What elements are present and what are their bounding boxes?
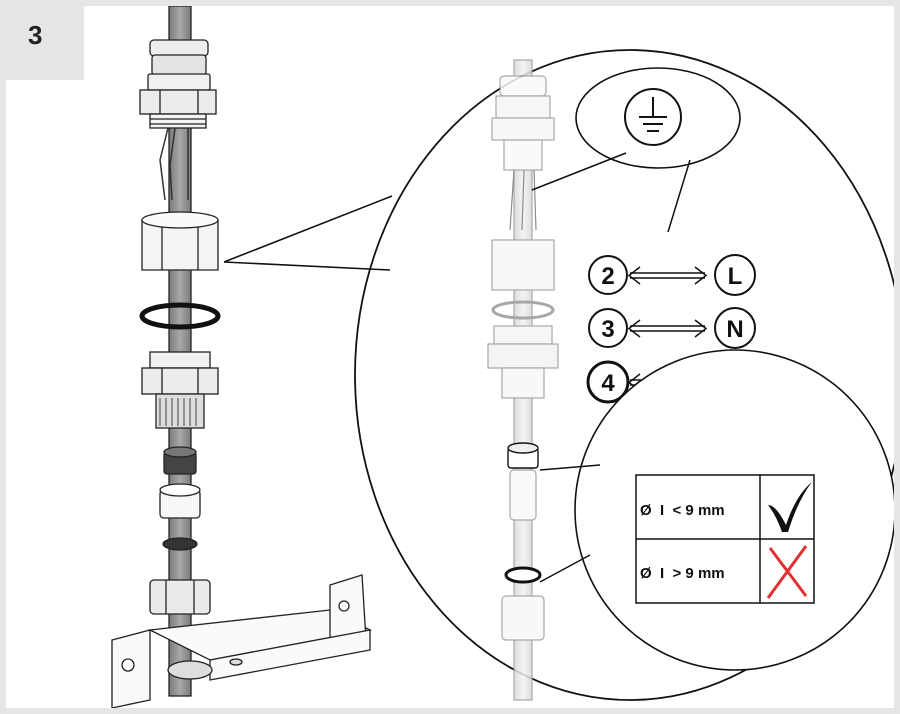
wiring-row: 3 N	[588, 307, 756, 349]
terminal-label: 4	[601, 370, 615, 397]
white-insert	[159, 483, 201, 519]
hex-nut	[141, 211, 219, 271]
conductor-label: L	[728, 263, 743, 290]
terminal-label: 3	[601, 316, 614, 343]
double-arrow-icon	[627, 319, 708, 338]
mounting-bracket	[111, 574, 373, 708]
terminal-label: 2	[601, 263, 614, 290]
zoom-pointer	[223, 195, 393, 271]
cable	[168, 6, 192, 697]
checkmark-icon	[768, 482, 812, 532]
step-number: 3	[28, 20, 43, 50]
o-ring	[139, 302, 221, 330]
small-seals	[504, 442, 542, 584]
diameter-callout: Ø I < 9 mm Ø I > 9 mm	[539, 349, 894, 671]
diameter-row-label: Ø I < 9 mm	[640, 502, 725, 519]
bottom-nut	[149, 579, 211, 615]
gland-body	[141, 351, 219, 429]
wiring-row: 2 L	[588, 254, 756, 296]
zoomed-assembly	[487, 59, 559, 701]
diameter-table: Ø I < 9 mm Ø I > 9 mm	[635, 474, 815, 604]
top-cable-gland	[139, 39, 217, 129]
black-seal	[163, 446, 197, 475]
ground-callout-bubble	[531, 65, 759, 233]
black-ring	[162, 537, 198, 551]
diameter-row-label: Ø I > 9 mm	[640, 565, 725, 582]
step-number-badge: 3	[6, 6, 84, 80]
exposed-wires	[159, 127, 189, 201]
double-arrow-icon	[627, 266, 708, 285]
cable-assembly	[111, 6, 373, 708]
ground-icon	[624, 88, 682, 146]
red-cross-icon	[766, 545, 808, 599]
conductor-label: N	[726, 316, 743, 343]
